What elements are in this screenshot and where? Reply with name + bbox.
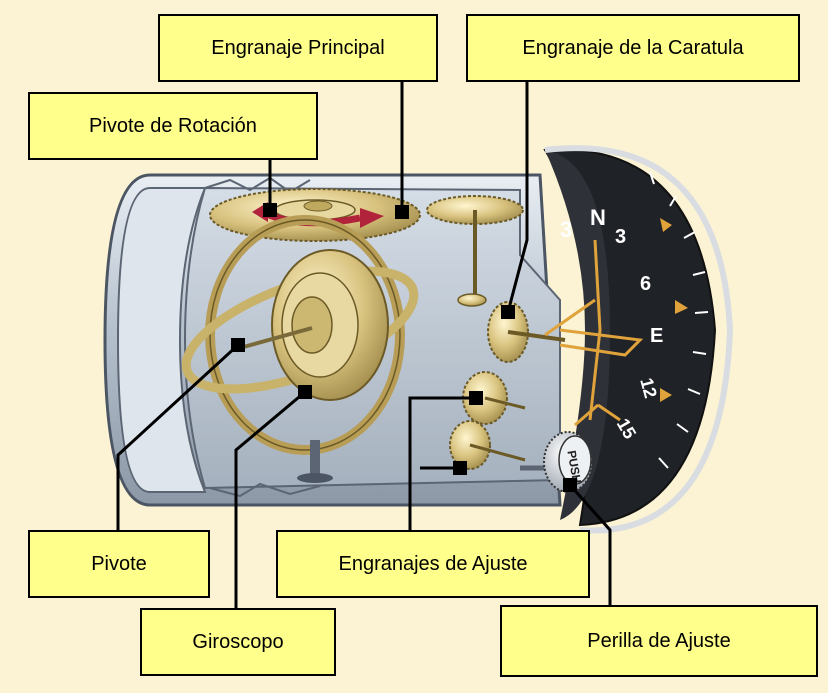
dial-rim	[544, 145, 734, 534]
label-main-gear: Engranaje Principal	[158, 14, 438, 82]
label-pivot: Pivote	[28, 530, 210, 598]
label-dial-gear: Engranaje de la Caratula	[466, 14, 800, 82]
dial-mark-5: E	[650, 325, 663, 347]
case-end-cap	[116, 187, 207, 493]
label-adjust-gears: Engranajes de Ajuste	[276, 530, 590, 598]
label-adjust-knob: Perilla de Ajuste	[500, 605, 818, 677]
label-gyroscope: Giroscopo	[140, 608, 336, 676]
rotor-axle	[239, 326, 313, 350]
dial-mark-3: 3	[615, 226, 626, 248]
dial-mark-4: 6	[640, 273, 651, 295]
dial-heading-markers	[660, 218, 688, 402]
gyro-base-post	[310, 440, 320, 478]
leader-lines	[116, 80, 612, 608]
aircraft-symbol	[559, 239, 644, 427]
dial-ticks	[649, 171, 709, 469]
label-rotation-pivot: Pivote de Rotación	[28, 92, 318, 160]
leader-markers	[231, 203, 577, 492]
cut-edge-bottom	[209, 482, 321, 498]
knob-label: PUSH	[564, 449, 584, 484]
dial-mark-1: 3	[560, 217, 572, 242]
dial-mark-2: N	[590, 205, 606, 230]
